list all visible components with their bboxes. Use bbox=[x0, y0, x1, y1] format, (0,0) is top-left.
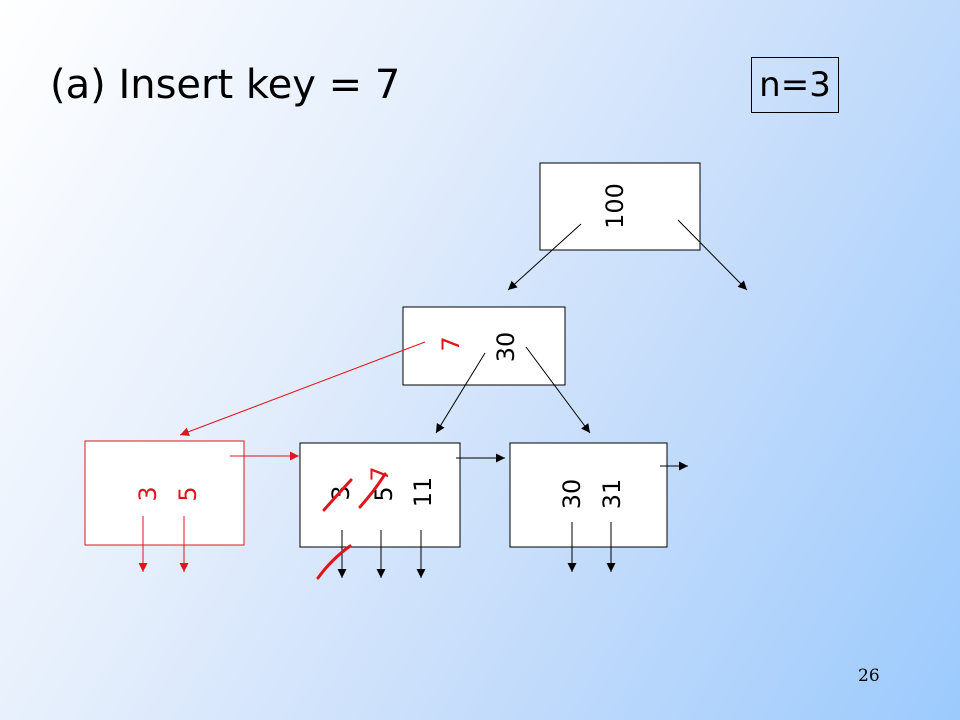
strike-mark-pointer bbox=[316, 544, 352, 580]
strike-mark-key-5 bbox=[358, 472, 387, 509]
leaf-node-3 bbox=[509, 442, 668, 548]
new-leaf-node bbox=[84, 440, 245, 546]
leaf2-key-11: 11 bbox=[409, 477, 437, 508]
leaf-node-2 bbox=[299, 442, 461, 548]
root-node bbox=[539, 162, 701, 251]
slide-number: 26 bbox=[858, 666, 880, 686]
leaf3-key-30: 30 bbox=[558, 479, 586, 510]
internal-key-30: 30 bbox=[492, 332, 520, 363]
root-key-100: 100 bbox=[601, 183, 629, 229]
leaf3-key-31: 31 bbox=[598, 479, 626, 510]
internal-pointer-leaf-3 bbox=[525, 346, 591, 434]
internal-pointer-new-leaf bbox=[179, 341, 426, 437]
internal-pointer-leaf-2 bbox=[435, 352, 486, 434]
new-leaf-key-3: 3 bbox=[134, 486, 162, 501]
internal-key-7: 7 bbox=[437, 336, 465, 351]
internal-node bbox=[402, 306, 566, 386]
leaf2-key-5: 5 bbox=[370, 486, 398, 501]
strike-mark-key-3 bbox=[322, 478, 353, 512]
order-parameter-box: n=3 bbox=[751, 57, 839, 113]
root-left-pointer bbox=[507, 223, 582, 291]
leaf2-key-7: 7 bbox=[366, 466, 394, 481]
slide-title: (a) Insert key = 7 bbox=[50, 62, 401, 108]
root-right-pointer bbox=[677, 219, 748, 291]
new-leaf-key-5: 5 bbox=[174, 486, 202, 501]
